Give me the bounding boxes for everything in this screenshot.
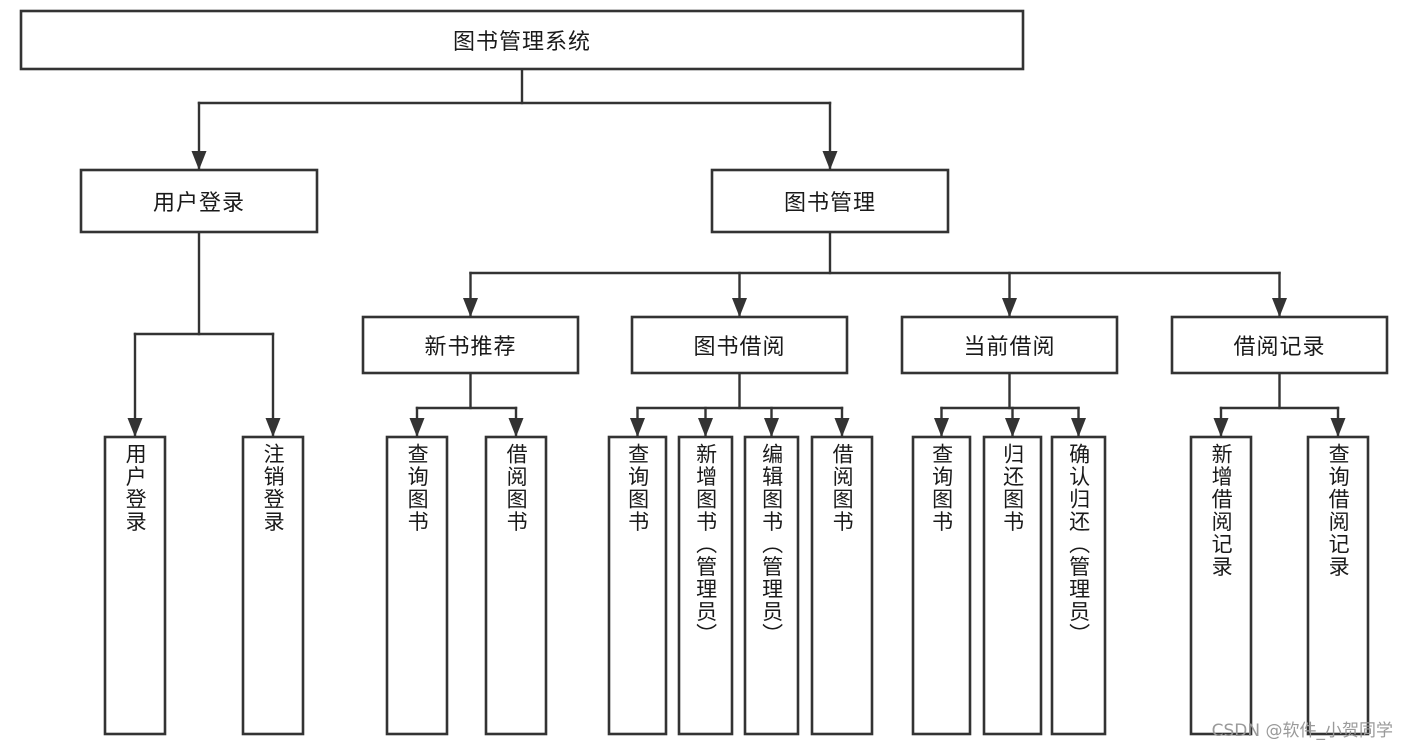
edge-arrowhead <box>1071 418 1086 437</box>
edge-arrowhead <box>1330 418 1346 437</box>
node-box-leaf-confirm-return-admin[interactable] <box>1050 435 1107 736</box>
node-box-leaf-query-book-rec[interactable] <box>385 435 449 736</box>
edge-arrowhead <box>1005 418 1020 437</box>
node-box-root[interactable] <box>19 9 1025 71</box>
nodes-layer <box>19 9 1389 736</box>
node-box-leaf-query-borrow-record[interactable] <box>1306 435 1370 736</box>
edge-arrowhead <box>463 298 478 317</box>
node-box-new-book-recommend[interactable] <box>361 315 580 375</box>
node-box-book-borrow[interactable] <box>630 315 849 375</box>
edge-arrowhead <box>265 418 281 437</box>
edge-arrowhead <box>191 151 207 170</box>
node-box-leaf-edit-book-admin[interactable] <box>743 435 800 736</box>
edge-arrowhead <box>508 418 524 437</box>
node-box-leaf-add-borrow-record[interactable] <box>1189 435 1253 736</box>
node-box-borrow-record[interactable] <box>1170 315 1389 375</box>
node-box-current-borrow[interactable] <box>900 315 1119 375</box>
edge-arrowhead <box>698 418 713 437</box>
node-box-leaf-borrow-book-rec[interactable] <box>484 435 548 736</box>
node-box-leaf-query-book-borrow[interactable] <box>607 435 668 736</box>
edge-arrowhead <box>127 418 143 437</box>
connectors-layer <box>127 67 1346 439</box>
edge-arrowhead <box>934 418 949 437</box>
node-box-user-login[interactable] <box>79 168 319 234</box>
node-box-leaf-query-book-current[interactable] <box>911 435 972 736</box>
edge-arrowhead <box>822 151 838 170</box>
edge-arrowhead <box>732 298 747 317</box>
node-box-leaf-user-login[interactable] <box>103 435 167 736</box>
node-box-book-manage[interactable] <box>710 168 950 234</box>
edge-arrowhead <box>764 418 779 437</box>
edge-arrowhead <box>1213 418 1229 437</box>
edge-arrowhead <box>409 418 425 437</box>
node-box-leaf-return-book[interactable] <box>982 435 1043 736</box>
edge-arrowhead <box>1272 298 1287 317</box>
node-box-leaf-logout[interactable] <box>241 435 305 736</box>
node-box-leaf-add-book-admin[interactable] <box>677 435 734 736</box>
edge-arrowhead <box>1002 298 1017 317</box>
edge-arrowhead <box>834 418 850 437</box>
node-box-leaf-borrow-book[interactable] <box>810 435 874 736</box>
edge-arrowhead <box>630 418 645 437</box>
